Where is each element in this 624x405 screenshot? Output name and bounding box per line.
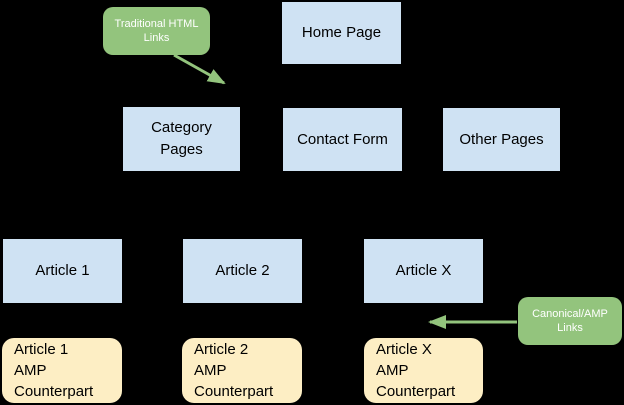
node-article-x: Article X <box>363 238 484 304</box>
callout-traditional-line-1: Traditional HTML <box>114 18 199 30</box>
node-article-2-label: Article 2 <box>215 262 270 279</box>
node-article-x-amp-counterpart: Article X AMP Counterpart <box>364 338 483 403</box>
amp-x-line-3: Counterpart <box>376 383 456 400</box>
node-contact-form: Contact Form <box>282 107 403 172</box>
node-article-1-label: Article 1 <box>35 262 90 279</box>
callout-canonical-line-1: Canonical/AMP <box>532 308 608 320</box>
node-article-1: Article 1 <box>2 238 123 304</box>
amp-x-line-2: AMP <box>376 362 409 379</box>
node-article-1-amp-counterpart: Article 1 AMP Counterpart <box>2 338 122 403</box>
callout-traditional-line-2: Links <box>143 32 170 44</box>
node-category-pages: Category Pages <box>122 106 241 172</box>
node-contact-form-label: Contact Form <box>297 130 388 148</box>
callout-canonical-amp-links: Canonical/AMP Links <box>518 297 622 345</box>
amp-1-line-2: AMP <box>14 362 47 379</box>
amp-2-line-1: Article 2 <box>194 341 249 358</box>
callout-traditional-html-links: Traditional HTML Links <box>103 7 210 55</box>
amp-2-line-3: Counterpart <box>194 383 274 400</box>
amp-1-line-1: Article 1 <box>14 341 69 358</box>
amp-2-line-2: AMP <box>194 362 227 379</box>
node-category-pages-label: Category Pages <box>151 119 212 158</box>
amp-x-line-1: Article X <box>376 341 432 358</box>
node-home-page-label: Home Page <box>301 24 382 41</box>
traditional-links-arrow <box>173 53 226 85</box>
node-home-page: Home Page <box>281 1 402 65</box>
node-article-2: Article 2 <box>182 238 303 304</box>
callout-canonical-line-2: Links <box>557 322 583 334</box>
node-other-pages-label: Other Pages <box>459 130 544 148</box>
amp-1-line-3: Counterpart <box>14 383 94 400</box>
node-article-2-amp-counterpart: Article 2 AMP Counterpart <box>182 338 302 403</box>
node-other-pages: Other Pages <box>442 107 561 172</box>
node-article-x-label: Article X <box>395 262 452 279</box>
